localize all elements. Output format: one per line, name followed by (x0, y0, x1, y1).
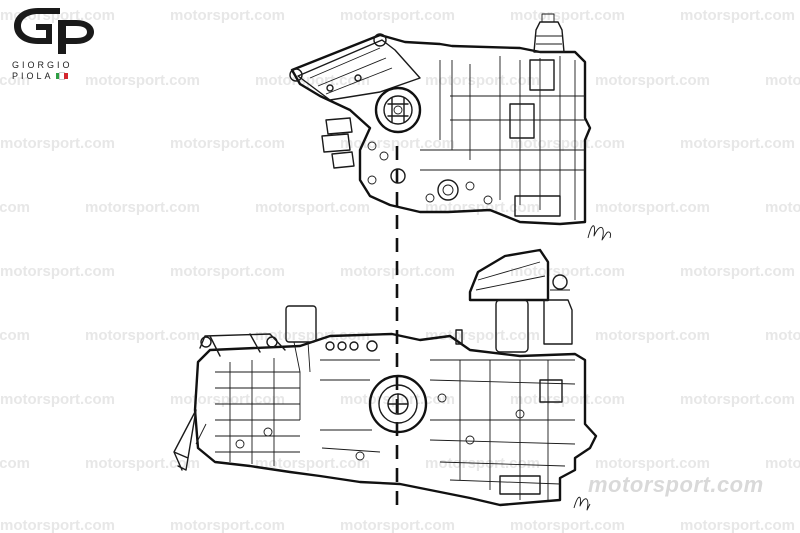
watermark-text: motorsport.com (0, 517, 115, 533)
logo-line2: PIOLA (12, 71, 54, 81)
watermark-text: motorsport.com (0, 263, 115, 280)
logo-line1: GIORGIO (12, 60, 73, 70)
watermark-text: motorsport.com (595, 199, 710, 216)
watermark-text: motorsport.com (765, 199, 800, 216)
watermark-text: motorsport.com (765, 455, 800, 472)
watermark-text: motorsport.com (510, 135, 625, 152)
watermark-text: motorsport.com (340, 135, 455, 152)
watermark-text: motorsport.com (170, 517, 285, 533)
watermark-text: motorsport.com (595, 455, 710, 472)
watermark-text: motorsport.com (0, 199, 30, 216)
watermark-text: motorsport.com (425, 199, 540, 216)
watermark-text: motorsport.com (510, 517, 625, 533)
watermark-text: motorsport.com (0, 391, 115, 408)
watermark-text: motorsport.com (170, 391, 285, 408)
watermark-text: motorsport.com (0, 327, 30, 344)
artist-signature-upper (587, 225, 611, 241)
watermark-text: motorsport.com (340, 7, 455, 24)
gearbox-upper-view (289, 13, 592, 226)
watermark-text: motorsport.com (680, 391, 795, 408)
watermark-grid: motorsport.com motorsport.com motorsport.c… (0, 7, 800, 533)
watermark-text: motorsport.com (765, 327, 800, 344)
watermark-text: motorsport.com (510, 391, 625, 408)
watermark-text: motorsport.com (0, 72, 30, 89)
watermark-text: motorsport.com (510, 7, 625, 24)
watermark-text: motorsport.com (680, 135, 795, 152)
watermark-text: motorsport.com (85, 455, 200, 472)
watermark-text: motorsport.com (680, 263, 795, 280)
watermark-text: motorsport.com (595, 72, 710, 89)
logo-text: GIORGIO PIOLA (12, 60, 73, 82)
watermark-text: motorsport.com (680, 517, 795, 533)
watermark-text: motorsport.com (85, 199, 200, 216)
watermark-text: motorsport.com (255, 199, 370, 216)
watermark-text: motorsport.com (170, 135, 285, 152)
watermark-text: motorsport.com (255, 327, 370, 344)
italian-flag-icon (55, 71, 68, 82)
watermark-text: motorsport.com (0, 455, 30, 472)
watermark-text: motorsport.com (510, 263, 625, 280)
watermark-text: motorsport.com (680, 7, 795, 24)
gearbox-lower-view (173, 248, 598, 507)
watermark-text: motorsport.com (425, 327, 540, 344)
artist-signature-lower (573, 496, 591, 511)
watermark-text: motorsport.com (0, 135, 115, 152)
watermark-text: motorsport.com (85, 327, 200, 344)
watermark-text: motorsport.com (765, 72, 800, 89)
watermark-text: motorsport.com (170, 263, 285, 280)
watermark-text: motorsport.com (425, 72, 540, 89)
giorgio-piola-logo (14, 8, 94, 54)
watermark-text: motorsport.com (85, 72, 200, 89)
watermark-text: motorsport.com (340, 517, 455, 533)
corner-watermark: motorsport.com (588, 472, 764, 497)
watermark-text: motorsport.com (170, 7, 285, 24)
watermark-text: motorsport.com (595, 327, 710, 344)
watermark-text: motorsport.com (255, 455, 370, 472)
gp-logo-mark (14, 8, 94, 54)
